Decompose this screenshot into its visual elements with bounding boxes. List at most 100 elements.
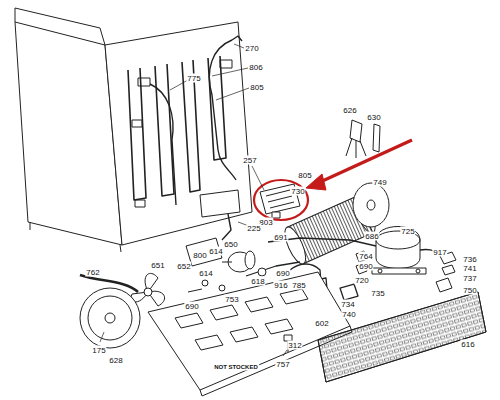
cabinet (15, 8, 252, 252)
callout-number: 225 (246, 224, 261, 233)
drain-trough (200, 190, 240, 217)
callout-number: 735 (370, 289, 385, 298)
fan-motor (222, 262, 232, 263)
fan-disc (353, 183, 389, 227)
sensor (373, 124, 380, 152)
compressor (416, 269, 420, 273)
callout-number: 805 (249, 83, 264, 92)
evaporator-tubing (155, 64, 174, 196)
compressor (378, 269, 382, 273)
leader-lines (212, 68, 248, 76)
fan-motor (202, 280, 208, 286)
fan-shroud (88, 296, 132, 340)
base-pan (195, 319, 293, 350)
callout-number: 805 (297, 171, 312, 180)
callout-number: 730 (290, 187, 305, 196)
callout-number: 725 (400, 227, 415, 236)
note-label: NOT STOCKED (213, 364, 259, 371)
condenser-coil (281, 224, 310, 266)
wiring-harness (232, 36, 242, 41)
callout-number: 757 (275, 360, 290, 369)
callout-number: 749 (372, 178, 387, 187)
compressor (372, 268, 426, 274)
wiring-harness (150, 84, 176, 205)
fan-motor (258, 268, 266, 276)
evaporator-tubing (128, 68, 146, 200)
callout-number: 628 (108, 356, 123, 365)
sensor (346, 138, 366, 158)
fan-blade (144, 288, 152, 296)
callout-number: 312 (287, 341, 302, 350)
fan-motor (186, 238, 266, 292)
compressor (436, 278, 452, 292)
callout-number: 270 (244, 44, 259, 53)
front-grille (318, 292, 486, 382)
fan-motor (245, 251, 255, 269)
fan-shroud (80, 275, 140, 348)
callout-number: 750 (462, 286, 477, 295)
sensor (346, 120, 380, 158)
fan-disc (367, 200, 375, 210)
callout-number: 741 (462, 264, 477, 273)
highlight-arrow (318, 140, 412, 183)
callout-number: 734 (340, 300, 355, 309)
fan-shroud (105, 313, 115, 323)
callout-number: 762 (85, 268, 100, 277)
fan-shroud (80, 275, 138, 292)
callout-number: 753 (224, 295, 239, 304)
leader-lines (252, 166, 264, 190)
evaporator-tubing (135, 200, 145, 207)
callout-number: 614 (198, 269, 213, 278)
callout-number: 691 (273, 233, 288, 242)
callout-number: 175 (91, 346, 106, 355)
drain-trough (200, 190, 240, 240)
callout-number: 630 (366, 113, 381, 122)
callout-number: 616 (460, 340, 475, 349)
callout-number: 764 (358, 252, 373, 261)
wiring-harness (209, 40, 236, 180)
leader-lines (100, 44, 287, 356)
callout-number: 737 (462, 274, 477, 283)
fan-motor (188, 289, 202, 292)
callout-number: 257 (242, 156, 257, 165)
leader-lines (216, 88, 249, 100)
fan-motor (219, 285, 225, 291)
evaporator-tubing (138, 78, 150, 86)
fan-shroud (80, 288, 140, 348)
callout-number: 650 (223, 240, 238, 249)
front-grille (318, 292, 486, 382)
leader-lines (170, 80, 188, 90)
compressor (376, 227, 420, 269)
callout-number: 800 (192, 251, 207, 260)
fan-disc (353, 183, 389, 227)
callout-number: 614 (208, 247, 223, 256)
leader-lines (100, 332, 104, 342)
leader-lines (234, 44, 244, 48)
drain-trough (222, 214, 231, 240)
evaporator-tubing (132, 120, 142, 127)
callout-number: 690 (358, 262, 373, 271)
highlight-arrow (306, 140, 412, 190)
callout-number: 652 (176, 262, 191, 271)
base-pan (148, 272, 352, 396)
callout-number: 736 (462, 255, 477, 264)
callout-number: 806 (248, 63, 263, 72)
tubing (340, 284, 358, 300)
evaporator-tubing (220, 60, 232, 68)
compressor (356, 227, 456, 293)
callout-number: 740 (341, 310, 356, 319)
base-pan (175, 289, 308, 328)
callout-number: 651 (150, 261, 165, 270)
callout-number: 618 (250, 277, 265, 286)
callout-number: 916 (273, 281, 288, 290)
callout-number: 690 (184, 302, 199, 311)
callout-number: 690 (275, 269, 290, 278)
cabinet (30, 222, 121, 252)
callout-number: 686 (364, 232, 379, 241)
callout-number: 917 (432, 248, 447, 257)
cabinet (105, 22, 252, 245)
callout-number: 602 (314, 319, 329, 328)
front-grille (318, 292, 486, 382)
